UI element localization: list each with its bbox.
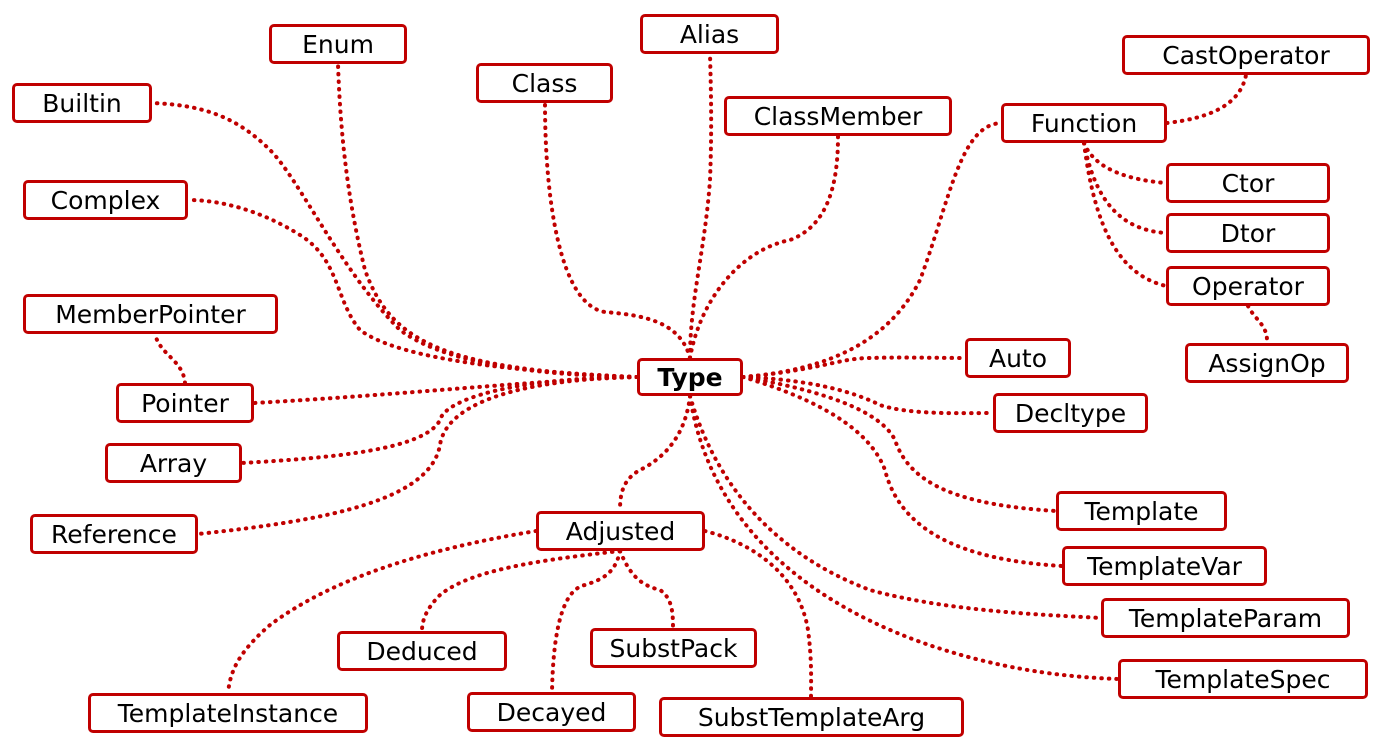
node-label-decltype: Decltype bbox=[1014, 398, 1127, 428]
edge-type-to-alias bbox=[688, 52, 714, 360]
edge-type-to-complex bbox=[186, 198, 639, 379]
node-label-reference: Reference bbox=[51, 519, 177, 549]
edge-function-to-dtor bbox=[1082, 141, 1168, 235]
edge-function-to-operator bbox=[1082, 141, 1168, 288]
node-label-templateparam: TemplateParam bbox=[1128, 603, 1323, 633]
node-label-deduced: Deduced bbox=[366, 636, 478, 666]
edge-function-to-ctor bbox=[1082, 141, 1168, 185]
node-decayed: Decayed bbox=[467, 692, 636, 732]
edge-operator-to-assignop bbox=[1246, 304, 1270, 345]
node-adjusted: Adjusted bbox=[536, 511, 705, 551]
node-ctor: Ctor bbox=[1166, 163, 1330, 203]
node-label-substpack: SubstPack bbox=[609, 633, 738, 663]
edge-type-to-decltype bbox=[741, 375, 995, 416]
node-label-decayed: Decayed bbox=[496, 697, 607, 727]
edge-adjusted-to-substtemplatearg bbox=[703, 529, 814, 699]
node-deduced: Deduced bbox=[337, 631, 507, 671]
node-decltype: Decltype bbox=[993, 393, 1148, 433]
edge-type-to-enum bbox=[336, 62, 639, 379]
node-label-builtin: Builtin bbox=[42, 88, 122, 118]
root-node-type: Type bbox=[637, 358, 743, 396]
edge-function-to-castoperator bbox=[1165, 73, 1248, 125]
node-classmember: ClassMember bbox=[724, 96, 952, 136]
edge-pointer-to-memberpointer bbox=[153, 332, 187, 385]
node-label-complex: Complex bbox=[50, 185, 161, 215]
node-dtor: Dtor bbox=[1166, 213, 1330, 253]
node-label-classmember: ClassMember bbox=[753, 101, 923, 131]
edge-adjusted-to-substpack bbox=[618, 549, 675, 630]
edge-type-to-templateparam bbox=[688, 394, 1103, 620]
edge-type-to-function bbox=[741, 121, 1003, 379]
node-label-function: Function bbox=[1030, 108, 1138, 138]
node-label-assignop: AssignOp bbox=[1208, 348, 1326, 378]
node-reference: Reference bbox=[30, 514, 198, 554]
node-pointer: Pointer bbox=[116, 383, 254, 423]
edge-type-to-auto bbox=[741, 355, 967, 379]
node-label-auto: Auto bbox=[988, 343, 1048, 373]
node-template: Template bbox=[1056, 491, 1227, 531]
node-label-templatevar: TemplateVar bbox=[1087, 551, 1242, 581]
node-label-templateinstance: TemplateInstance bbox=[117, 698, 339, 728]
node-class: Class bbox=[476, 63, 613, 103]
node-auto: Auto bbox=[965, 338, 1071, 378]
node-label-ctor: Ctor bbox=[1221, 168, 1275, 198]
node-builtin: Builtin bbox=[12, 83, 152, 123]
node-label-castoperator: CastOperator bbox=[1162, 40, 1330, 70]
node-label-memberpointer: MemberPointer bbox=[55, 299, 246, 329]
edge-adjusted-to-decayed bbox=[550, 549, 622, 694]
node-label-adjusted: Adjusted bbox=[565, 516, 676, 546]
edge-type-to-classmember bbox=[688, 134, 840, 360]
node-complex: Complex bbox=[23, 180, 188, 220]
node-templateinstance: TemplateInstance bbox=[88, 693, 368, 733]
edge-type-to-pointer bbox=[252, 375, 639, 405]
node-label-array: Array bbox=[139, 448, 208, 478]
node-label-enum: Enum bbox=[302, 29, 374, 59]
node-enum: Enum bbox=[269, 24, 407, 64]
node-label-dtor: Dtor bbox=[1220, 218, 1276, 248]
node-operator: Operator bbox=[1166, 266, 1330, 306]
node-label-template: Template bbox=[1084, 496, 1199, 526]
node-memberpointer: MemberPointer bbox=[23, 294, 278, 334]
node-alias: Alias bbox=[640, 14, 779, 54]
node-castoperator: CastOperator bbox=[1122, 35, 1370, 75]
node-templateparam: TemplateParam bbox=[1101, 598, 1350, 638]
node-substtemplatearg: SubstTemplateArg bbox=[659, 697, 964, 737]
node-array: Array bbox=[105, 443, 242, 483]
node-substpack: SubstPack bbox=[590, 628, 757, 668]
node-label-substtemplatearg: SubstTemplateArg bbox=[697, 702, 926, 732]
node-assignop: AssignOp bbox=[1185, 343, 1349, 383]
node-function: Function bbox=[1001, 103, 1167, 143]
edge-type-to-reference bbox=[196, 375, 639, 536]
edge-type-to-adjusted bbox=[618, 394, 692, 513]
node-label-pointer: Pointer bbox=[141, 388, 229, 418]
edge-adjusted-to-deduced bbox=[420, 549, 622, 633]
node-label-operator: Operator bbox=[1192, 271, 1304, 301]
node-label-alias: Alias bbox=[679, 19, 740, 49]
node-templatespec: TemplateSpec bbox=[1118, 659, 1368, 699]
edge-type-to-template bbox=[741, 375, 1058, 513]
node-label-templatespec: TemplateSpec bbox=[1155, 664, 1331, 694]
node-templatevar: TemplateVar bbox=[1062, 546, 1267, 586]
edge-type-to-class bbox=[543, 101, 692, 360]
edge-adjusted-to-templateinstance bbox=[226, 529, 538, 695]
node-label-type: Type bbox=[657, 362, 723, 392]
edge-type-to-templatespec bbox=[688, 394, 1120, 681]
node-label-class: Class bbox=[511, 68, 578, 98]
edge-type-to-builtin bbox=[150, 101, 639, 379]
